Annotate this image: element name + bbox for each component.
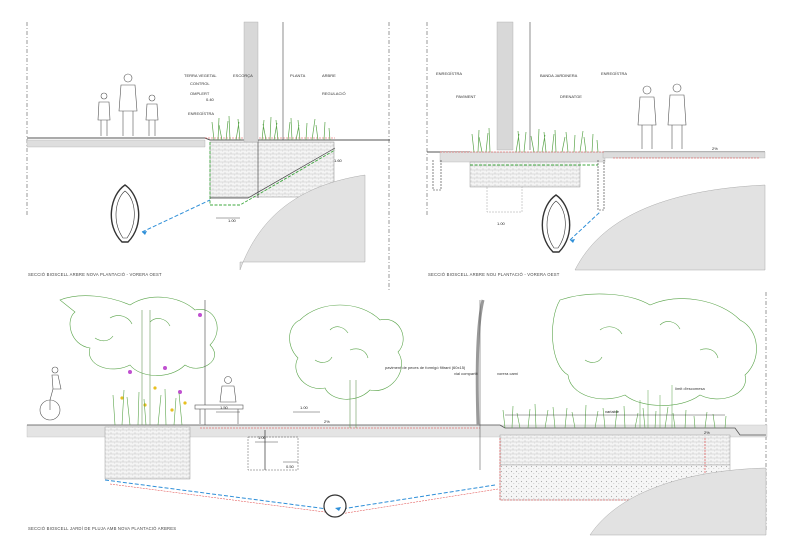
tree-trunk — [243, 21, 259, 143]
panel-2-labels: ENREGÍSTRA PAVIMENT BANDA JARDINERA DREN… — [436, 71, 718, 226]
bioscell-planter — [104, 426, 191, 480]
label-control: CONTROL — [190, 81, 210, 86]
drainage-pipe — [323, 494, 347, 518]
label-enregistra-2: ENREGÍSTRA — [601, 71, 627, 76]
label-regulacio: REGULACIÓ — [322, 91, 346, 96]
label-arbre: ARBRE — [322, 73, 336, 78]
panel-1-labels: TERRA VEGETAL CONTROL OMPLERT ESCORÇA PL… — [184, 73, 346, 223]
people-silhouettes — [637, 83, 687, 149]
membrane-outline — [499, 438, 706, 501]
dimension-text: variable — [605, 409, 620, 414]
pavement-strip — [602, 151, 766, 159]
tree-canopy — [289, 304, 404, 400]
bioscell-planter — [499, 434, 731, 466]
drainage-pipe-inner — [546, 200, 566, 249]
drainage-pipe-inner — [115, 190, 135, 239]
flower-vegetation — [112, 313, 202, 426]
geotextile-membrane — [209, 142, 336, 206]
service-trench — [247, 436, 299, 471]
dimension-text: 0.50 — [286, 464, 295, 469]
label-enregistra: ENREGÍSTRA — [436, 71, 462, 76]
panel-3-labels: paviment de peces de formigó filtrant (6… — [220, 365, 710, 469]
tree-canopy — [59, 295, 218, 376]
bioscell-planter — [209, 141, 335, 198]
label-banda-jardinera: BANDA JARDINERA — [540, 73, 578, 78]
dimension-text: 1.00 — [258, 435, 267, 440]
label-vial-compartit: vial compartit — [454, 371, 478, 376]
label-drenatge: DRENATGE — [560, 94, 582, 99]
pavement-strip — [439, 151, 606, 163]
label-escorca: ESCORÇA — [233, 73, 253, 78]
streetlight-pole — [475, 299, 485, 426]
label-limit-escomesa: límit d'escomesa — [675, 386, 705, 391]
bioscell-planter — [469, 161, 581, 188]
label-omplert: OMPLERT — [190, 91, 210, 96]
kerb-foundation — [432, 160, 442, 191]
flow-arrow-icon — [142, 231, 147, 235]
tree-trunk — [496, 21, 514, 151]
planter-base-line — [210, 147, 336, 199]
tree-canopy — [552, 293, 757, 406]
people-silhouettes — [39, 366, 244, 424]
label-paviment: PAVIMENT — [456, 94, 476, 99]
section-caption: SECCIÓ BIOSCELL ARBRE NOVA PLANTACIÓ - V… — [28, 272, 162, 277]
dimension-text: 2% — [324, 419, 330, 424]
flow-arrow-icon — [335, 507, 341, 511]
dimension-text: 0.40 — [206, 97, 215, 102]
dimension-text: 1.00 — [497, 221, 506, 226]
section-panel-1: TERRA VEGETAL CONTROL OMPLERT ESCORÇA PL… — [26, 21, 390, 290]
section-panel-2: ENREGÍSTRA PAVIMENT BANDA JARDINERA DREN… — [426, 21, 766, 277]
road-surface — [239, 174, 366, 271]
dimension-text: 2% — [704, 430, 710, 435]
section-caption: SECCIÓ BIOSCELL JARDÍ DE PLUJA AMB NOVA … — [28, 526, 176, 531]
kerb-foundation — [597, 160, 605, 211]
road-surface — [574, 184, 766, 271]
dimension-text: 1.00 — [228, 218, 237, 223]
tree-trunk — [349, 380, 357, 428]
grass-vegetation — [502, 385, 727, 429]
label-enregistra: ENREGÍSTRA — [188, 111, 214, 116]
ground-line — [27, 424, 766, 436]
flow-arrow-icon — [570, 239, 575, 243]
road-surface — [589, 467, 767, 536]
dimension-text: 1.60 — [334, 158, 343, 163]
label-terra-vegetal: TERRA VEGETAL — [184, 73, 217, 78]
grass-vegetation — [211, 115, 331, 141]
label-paviment-formigo: paviment de peces de formigó filtrant (6… — [385, 365, 466, 370]
section-caption: SECCIÓ BIOSCELL ARBRE NOU PLANTACIÓ - VO… — [428, 272, 560, 277]
dimension-text: 2% — [712, 146, 718, 151]
tree-trunk — [141, 310, 151, 425]
water-flow-line — [569, 211, 601, 241]
pavement-strip — [26, 139, 206, 148]
dimension-text: 1.00 — [300, 405, 309, 410]
people-silhouettes — [97, 73, 159, 136]
grass-vegetation — [471, 127, 599, 153]
root-zone-outline — [486, 187, 523, 213]
water-flow-line — [141, 199, 211, 233]
dimension-lines — [216, 411, 725, 463]
label-planta: PLANTA — [290, 73, 306, 78]
label-vorera-cami: vorera camí — [497, 371, 519, 376]
water-flow-line — [104, 479, 496, 511]
section-panel-3: paviment de peces de formigó filtrant (6… — [26, 292, 768, 536]
dimension-text: 1.50 — [220, 405, 229, 410]
